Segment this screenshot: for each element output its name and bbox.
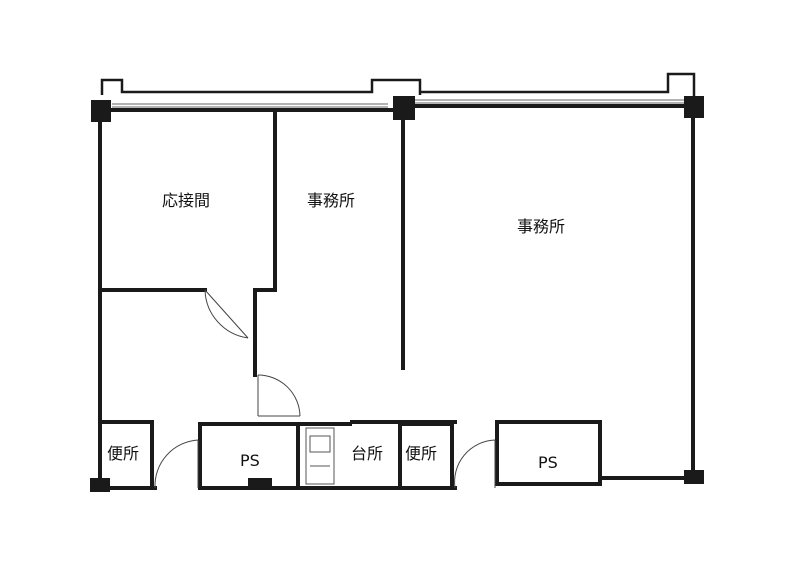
- room-label-toilet-right: 便所: [405, 444, 437, 463]
- room-label-toilet-left: 便所: [107, 444, 139, 463]
- room-label-office-left: 事務所: [307, 191, 355, 210]
- door-toilet-right: [454, 439, 496, 489]
- room-label-kitchen: 台所: [351, 444, 383, 463]
- room-label-office-right: 事務所: [517, 217, 565, 236]
- interior-walls: [98, 110, 602, 490]
- room-label-ps-right: PS: [538, 453, 558, 472]
- door-office-corridor: [257, 374, 301, 417]
- outer-walls: [98, 104, 695, 490]
- room-label-reception: 応接間: [162, 191, 210, 210]
- window-right: [410, 99, 688, 104]
- door-reception: [204, 289, 249, 339]
- window-left: [112, 103, 388, 108]
- columns: [90, 96, 704, 492]
- room-label-ps-left: PS: [240, 451, 260, 470]
- door-toilet-left: [154, 439, 199, 489]
- kitchen-sink-icon: [305, 427, 335, 485]
- top-facade: [98, 72, 697, 112]
